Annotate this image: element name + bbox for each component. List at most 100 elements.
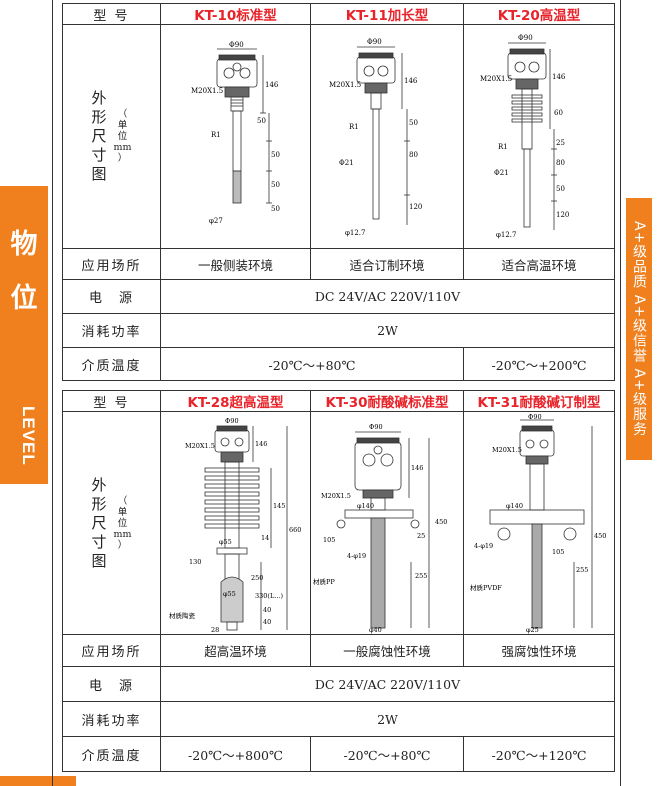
- dim-40: 40: [263, 606, 271, 614]
- unit-char: mm: [113, 528, 132, 540]
- unit-char: 位: [117, 131, 128, 142]
- dim-phi-bottom: φ12.7: [345, 229, 366, 237]
- sidebar-char-1: 物: [10, 229, 38, 260]
- dims-char: 寸: [91, 532, 107, 551]
- dims-char: 形: [91, 494, 107, 513]
- dim-80: 80: [409, 151, 418, 159]
- dim-thread: M20X1.5: [329, 81, 361, 89]
- dim-phi40: φ40: [369, 626, 382, 634]
- dim-phi-top: Φ90: [518, 34, 533, 42]
- model-label: 型 号: [62, 390, 161, 412]
- application-kt30: 一般腐蚀性环境: [310, 634, 464, 667]
- dim-holes: 4-φ19: [474, 542, 493, 550]
- dim-holes: 4-φ19: [347, 552, 366, 560]
- model-label: 型 号: [62, 3, 161, 25]
- application-kt11: 适合订制环境: [310, 248, 464, 280]
- application-label: 应用场所: [62, 248, 161, 280]
- temperature-kt10-kt11: -20℃～+80℃: [160, 347, 464, 381]
- power-label: 电 源: [62, 666, 161, 702]
- power-label: 电 源: [62, 279, 161, 314]
- consumption-label: 消耗功率: [62, 313, 161, 348]
- drawing-kt10: Φ90 M20X1.5 R1 146 50 50 50 50 φ27: [160, 24, 311, 249]
- model-kt10: KT-10标准型: [160, 3, 311, 25]
- dim-145: 145: [273, 502, 285, 510]
- unit-char: （: [117, 109, 128, 120]
- dim-105: 105: [552, 548, 564, 556]
- power-value: DC 24V/AC 220V/110V: [160, 279, 615, 314]
- drawing-kt11: Φ90 M20X1.5 R1 146 50 80 Φ21 120 φ12.7: [310, 24, 464, 249]
- bottom-orange-bar: [0, 776, 76, 786]
- dim-phi-bottom: φ27: [209, 217, 223, 225]
- dim-60: 60: [554, 109, 563, 117]
- temperature-label: 介质温度: [62, 347, 161, 381]
- dim-phi-top: Φ90: [225, 417, 239, 425]
- dim-50: 50: [271, 205, 280, 213]
- temperature-kt30: -20℃～+80℃: [310, 736, 464, 772]
- right-frame-line: [620, 0, 621, 786]
- application-kt20: 适合高温环境: [463, 248, 615, 280]
- dim-130: 130: [189, 558, 201, 566]
- sidebar-level-label: LEVEL: [19, 406, 38, 466]
- dims-char: 寸: [91, 146, 107, 164]
- spec-table-2: 型 号 KT-28超高温型 KT-30耐酸碱标准型 KT-31耐酸碱订制型 外 …: [62, 390, 615, 772]
- consumption-value: 2W: [160, 313, 615, 348]
- dims-char: 尺: [91, 513, 107, 532]
- dim-330: 330(L...): [255, 592, 283, 600]
- dim-phi25: φ25: [526, 626, 539, 634]
- drawing-kt31: Φ90 M20X1.5 φ140 4-φ19 450 105 255 材质PVD…: [463, 411, 615, 635]
- dimensions-label: 外 形 尺 寸 图 （ 单 位 mm ）: [62, 24, 161, 249]
- dim-50: 50: [257, 117, 266, 125]
- dimensions-label: 外 形 尺 寸 图 （ 单 位 mm ）: [62, 411, 161, 635]
- material-pvdf: 材质PVDF: [470, 583, 502, 592]
- dim-phi-top: Φ90: [229, 41, 244, 49]
- dim-phi21: Φ21: [494, 169, 509, 177]
- spec-table-1: 型 号 KT-10标准型 KT-11加长型 KT-20高温型 外 形 尺 寸 图…: [62, 3, 615, 381]
- unit-char: 位: [117, 517, 128, 529]
- dim-phi55: φ55: [223, 590, 236, 598]
- dim-25: 25: [556, 139, 565, 147]
- application-kt31: 强腐蚀性环境: [463, 634, 615, 667]
- dim-255: 255: [415, 572, 427, 580]
- power-value: DC 24V/AC 220V/110V: [160, 666, 615, 702]
- dim-146: 146: [265, 81, 279, 89]
- dim-phi-bottom: φ12.7: [496, 231, 517, 239]
- model-kt31: KT-31耐酸碱订制型: [463, 390, 615, 412]
- dim-thread: M20X1.5: [492, 446, 522, 454]
- application-kt28: 超高温环境: [160, 634, 311, 667]
- dims-char: 外: [91, 89, 107, 107]
- temperature-kt31: -20℃～+120℃: [463, 736, 615, 772]
- dim-r: R1: [498, 143, 508, 151]
- drawing-kt20: Φ90 M20X1.5 146 60 R1 25 80 Φ21 50 120 φ…: [463, 24, 615, 249]
- dim-80: 80: [556, 159, 565, 167]
- dim-146: 146: [411, 464, 423, 472]
- dims-char: 图: [91, 165, 107, 183]
- dim-50: 50: [556, 185, 565, 193]
- dim-255: 255: [576, 566, 588, 574]
- dim-660: 660: [289, 526, 301, 534]
- dim-thread: M20X1.5: [185, 442, 215, 450]
- dim-r: R1: [349, 123, 359, 131]
- dim-120: 120: [409, 203, 422, 211]
- dims-char: 外: [91, 475, 107, 494]
- material-ceramic: 材质陶瓷: [169, 611, 196, 620]
- left-frame-line: [52, 0, 53, 786]
- dim-146: 146: [552, 73, 566, 81]
- consumption-label: 消耗功率: [62, 701, 161, 737]
- dim-450: 450: [435, 518, 447, 526]
- dim-14: 14: [261, 534, 269, 542]
- quality-slogan-tab: A+级品质 A+级信誉 A+级服务: [626, 198, 652, 460]
- dim-50: 50: [271, 181, 280, 189]
- dim-thread: M20X1.5: [480, 75, 512, 83]
- dims-char: 尺: [91, 127, 107, 145]
- dim-28: 28: [211, 626, 219, 634]
- sidebar-char-2: 位: [10, 283, 38, 314]
- dim-phi55: φ55: [219, 538, 232, 546]
- dim-25: 25: [417, 532, 425, 540]
- dim-50: 50: [409, 119, 418, 127]
- unit-char: 单: [117, 120, 128, 131]
- application-kt10: 一般侧装环境: [160, 248, 311, 280]
- dim-146: 146: [255, 440, 267, 448]
- temperature-kt28: -20℃～+800℃: [160, 736, 311, 772]
- dims-char: 形: [91, 108, 107, 126]
- category-sidebar: 物 位 LEVEL: [0, 186, 48, 484]
